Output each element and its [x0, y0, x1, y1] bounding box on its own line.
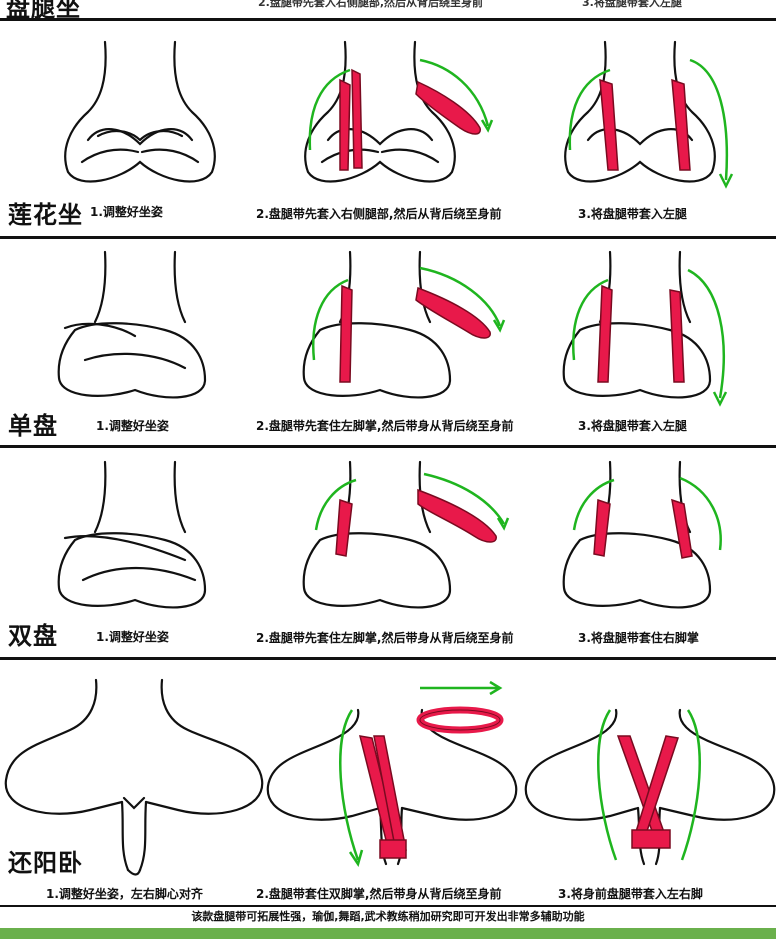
- double-figure-3: [562, 460, 722, 609]
- top-partial-title: 盘腿坐: [6, 0, 81, 22]
- caption-double-1: 1.调整好坐姿: [96, 630, 169, 644]
- lotus-figure-3: [564, 40, 734, 189]
- reclining-figure-1: [4, 678, 264, 876]
- lotus-figure-2: [304, 40, 494, 183]
- reclining-figure-3: [524, 708, 776, 866]
- caption-single-3: 3.将盘腿带套入左腿: [578, 419, 687, 433]
- single-figure-3: [562, 250, 728, 407]
- separator-1: [0, 236, 776, 239]
- double-figure-1: [57, 460, 207, 609]
- caption-double-3: 3.将盘腿带套住右脚掌: [578, 631, 699, 645]
- section-title-double: 双盘: [8, 622, 58, 650]
- double-figure-2: [302, 460, 510, 609]
- caption-lotus-1: 1.调整好坐姿: [90, 205, 163, 219]
- single-figure-1: [57, 250, 207, 399]
- section-title-lotus: 莲花坐: [8, 201, 83, 229]
- separator-2: [0, 445, 776, 448]
- caption-single-2: 2.盘腿带先套住左脚掌,然后带身从背后绕至身前: [256, 419, 514, 433]
- section-title-reclining: 还阳卧: [8, 849, 83, 877]
- caption-reclining-1: 1.调整好坐姿，左右脚心对齐: [46, 887, 203, 901]
- top-partial-caption-3: 3.将盘腿带套入左腿: [582, 0, 682, 9]
- footer-note: 该款盘腿带可拓展性强，瑜伽,舞蹈,武术教练稍加研究即可开发出非常多辅助功能: [191, 910, 585, 923]
- section-title-single: 单盘: [8, 412, 58, 440]
- top-partial-caption-2: 2.盘腿带先套入右侧腿部,然后从背后绕至身前: [258, 0, 484, 9]
- single-figure-2: [302, 250, 506, 399]
- lotus-figure-1: [64, 40, 216, 183]
- separator-3: [0, 657, 776, 660]
- footer-green-bar: [0, 928, 776, 939]
- reclining-figure-2: [266, 680, 518, 867]
- caption-reclining-3: 3.将身前盘腿带套入左右脚: [558, 887, 703, 901]
- separator-top: [0, 18, 776, 21]
- caption-single-1: 1.调整好坐姿: [96, 419, 169, 433]
- separator-footer: [0, 905, 776, 907]
- caption-lotus-2: 2.盘腿带先套入右侧腿部,然后从背后绕至身前: [256, 207, 502, 221]
- caption-double-2: 2.盘腿带先套住左脚掌,然后带身从背后绕至身前: [256, 631, 514, 645]
- caption-reclining-2: 2.盘腿带套住双脚掌,然后带身从背后绕至身前: [256, 887, 502, 901]
- caption-lotus-3: 3.将盘腿带套入左腿: [578, 207, 687, 221]
